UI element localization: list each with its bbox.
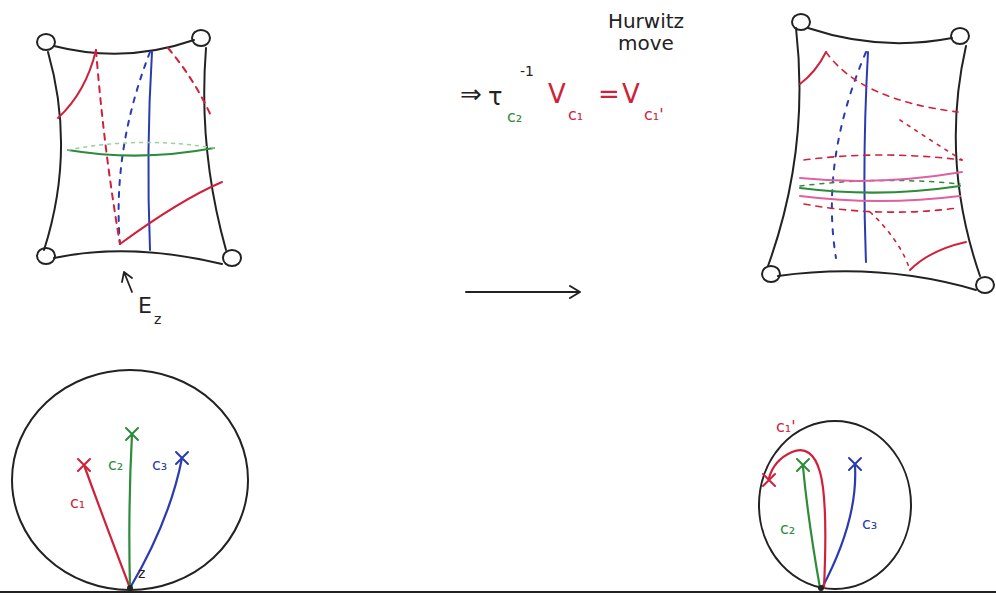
surface-right (762, 14, 994, 293)
arrow (466, 286, 580, 298)
surface-left (37, 30, 241, 292)
subscript: c₂ (507, 108, 522, 126)
disk-left (12, 370, 248, 591)
symbol: τ (488, 84, 502, 110)
point-label: z (138, 566, 145, 581)
subscript: z (154, 312, 161, 327)
subscript: c₁' (644, 106, 664, 124)
path-label: c₂ (780, 520, 795, 538)
symbol: V (622, 80, 640, 109)
surface-name: E (138, 294, 152, 318)
path-label: c₁' (776, 418, 796, 436)
path-label: c₁ (70, 494, 85, 512)
path-label: c₃ (862, 515, 877, 533)
path-label: c₂ (108, 456, 123, 474)
rule (0, 591, 996, 593)
path-label: c₃ (152, 456, 167, 474)
note: Hurwitz move (598, 10, 694, 54)
symbol: V (548, 80, 566, 109)
disk-right (759, 421, 911, 591)
subscript: c₁ (568, 106, 583, 124)
symbol: = (598, 80, 620, 109)
implies-symbol: ⇒ (460, 80, 482, 109)
superscript: -1 (520, 64, 534, 79)
